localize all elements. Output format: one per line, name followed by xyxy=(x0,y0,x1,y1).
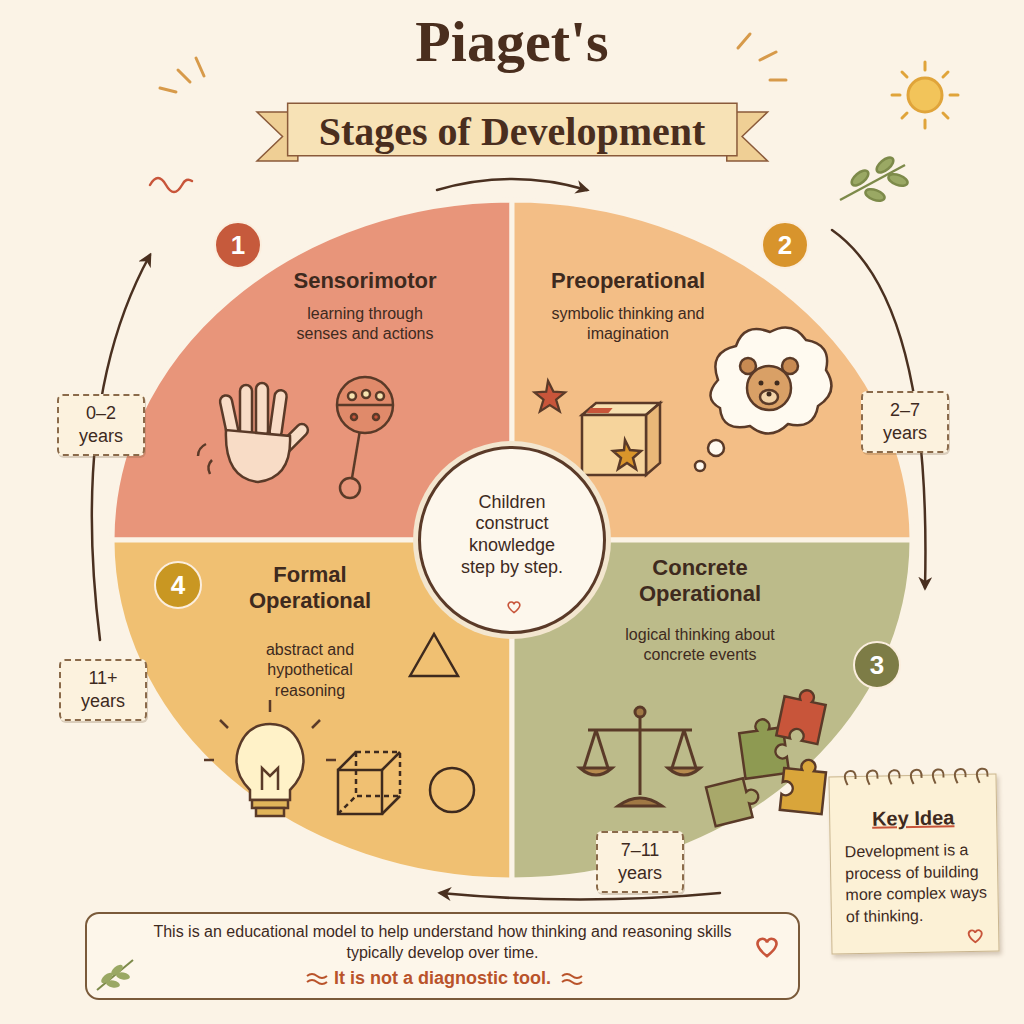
stage-description: logical thinking about concrete events xyxy=(625,625,775,666)
stage-number: 4 xyxy=(154,561,202,609)
leaf-sprig xyxy=(840,155,909,203)
callout-number: 1 xyxy=(231,232,245,258)
swirl xyxy=(150,178,192,192)
center-circle: Children construct knowledge step by ste… xyxy=(418,446,606,634)
leaf-doodle xyxy=(93,954,137,994)
disclaimer-box: This is an educational model to help und… xyxy=(85,912,800,1000)
age-range: 11+ years xyxy=(71,667,135,714)
sun xyxy=(892,62,958,128)
age-box: 2–7 years xyxy=(861,391,949,454)
stage-title: Preoperational xyxy=(518,268,738,294)
age-box: 0–2 years xyxy=(57,394,145,457)
center-message: Children construct knowledge step by ste… xyxy=(456,492,568,578)
stage-description: abstract and hypothetical reasoning xyxy=(243,640,378,701)
cycle-arrow xyxy=(440,893,720,900)
note-heading: Key Idea xyxy=(840,805,986,832)
disclaimer-text: This is an educational model to help und… xyxy=(147,922,738,964)
heart-doodle xyxy=(966,927,984,945)
note-body: Development is a process of building mor… xyxy=(841,839,988,928)
squiggle-doodle xyxy=(561,972,583,986)
age-range: 0–2 years xyxy=(69,402,133,449)
stage-title: Sensorimotor xyxy=(245,268,485,294)
heart-doodle xyxy=(506,599,522,615)
age-box: 7–11 years xyxy=(596,831,684,894)
spiral-rings xyxy=(829,765,997,792)
warning-text: It is not a diagnostic tool. xyxy=(147,966,738,990)
cycle-arrow xyxy=(437,179,587,190)
key-idea-note: Key IdeaDevelopment is a process of buil… xyxy=(828,774,999,955)
stage-description: learning through senses and actions xyxy=(280,304,450,345)
title-banner: Stages of Development xyxy=(257,98,768,168)
stage-number: 1 xyxy=(214,221,262,269)
age-box: 11+ years xyxy=(59,659,147,722)
title: Piaget's xyxy=(0,10,1024,74)
squiggle-doodle xyxy=(306,972,328,986)
callout-number: 2 xyxy=(778,232,792,258)
stage-number: 2 xyxy=(761,221,809,269)
callout-number: 4 xyxy=(171,572,185,598)
heart-doodle xyxy=(754,934,780,960)
stage-quadrant: Formal Operational abstract and hypotheti… xyxy=(112,540,512,880)
callout-number: 3 xyxy=(870,652,884,678)
stage-title: Formal Operational xyxy=(220,562,400,615)
stage-title: Concrete Operational xyxy=(600,555,800,608)
age-range: 7–11 years xyxy=(608,839,672,886)
stage-number: 3 xyxy=(853,641,901,689)
banner-text: Stages of Development xyxy=(319,110,706,154)
stage-description: symbolic thinking and imagination xyxy=(543,304,713,345)
age-range: 2–7 years xyxy=(873,399,937,446)
